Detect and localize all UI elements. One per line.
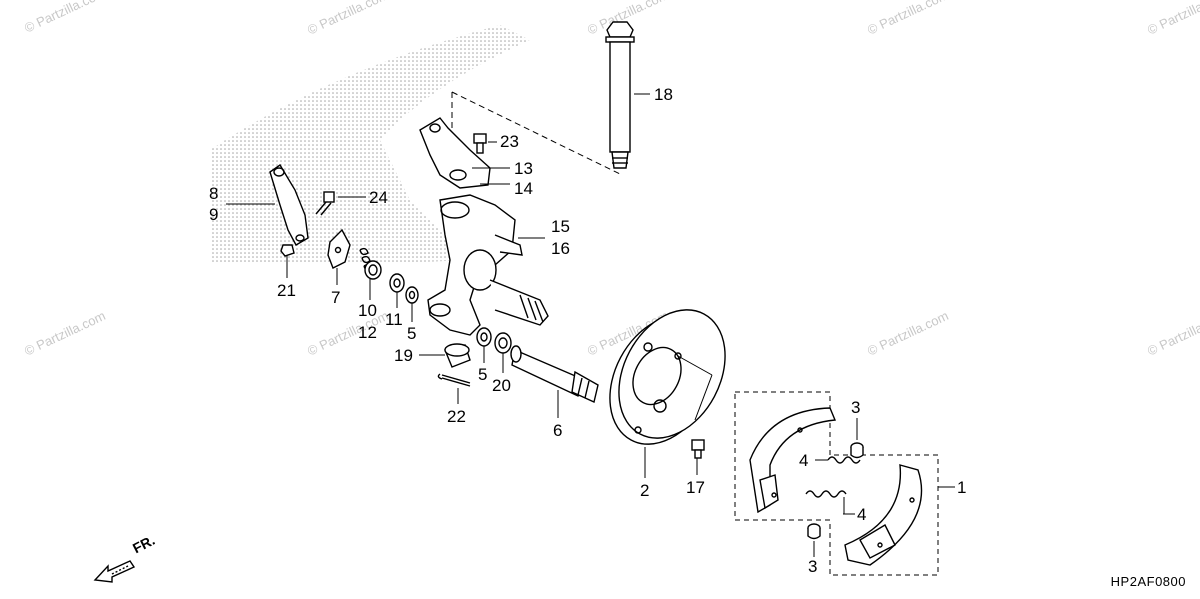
spring-10-12 — [359, 247, 382, 280]
spacer-3-upper — [850, 442, 864, 459]
callout-3-lower[interactable]: 3 — [808, 557, 818, 576]
callout-18[interactable]: 18 — [654, 85, 673, 104]
plate-7 — [327, 228, 351, 269]
washer-11 — [389, 273, 405, 293]
callout-11[interactable]: 11 — [385, 310, 403, 329]
callout-4-lower[interactable]: 4 — [857, 505, 867, 524]
brake-shoe-lower — [844, 464, 923, 566]
callout-3-upper[interactable]: 3 — [851, 398, 861, 417]
shaft-6 — [510, 345, 599, 403]
callout-14[interactable]: 14 — [514, 179, 533, 198]
bolt-17 — [691, 439, 705, 459]
spring-4-lower — [805, 490, 847, 498]
brake-shoe-upper — [749, 407, 837, 514]
brake-panel-2 — [609, 309, 726, 445]
arm-8-9 — [269, 163, 309, 246]
callout-20[interactable]: 20 — [492, 376, 511, 395]
bolt-18 — [605, 21, 635, 169]
callout-13[interactable]: 13 — [514, 159, 533, 178]
callout-22[interactable]: 22 — [447, 407, 466, 426]
spring-4-upper — [827, 456, 861, 464]
cotter-pin-22 — [437, 373, 471, 387]
callout-7[interactable]: 7 — [331, 288, 341, 307]
callout-5-upper[interactable]: 5 — [407, 324, 417, 343]
nut-21 — [280, 244, 295, 257]
callout-5-lower[interactable]: 5 — [478, 365, 488, 384]
callout-10[interactable]: 10 — [358, 301, 377, 320]
callout-24[interactable]: 24 — [369, 188, 388, 207]
seal-20 — [494, 332, 512, 354]
callout-23[interactable]: 23 — [500, 132, 519, 151]
callout-16[interactable]: 16 — [551, 239, 570, 258]
callout-17[interactable]: 17 — [686, 478, 705, 497]
diagram-code: HP2AF0800 — [1110, 574, 1186, 589]
cap-nut-19 — [444, 343, 471, 368]
knuckle-15-16 — [427, 194, 549, 336]
callout-6[interactable]: 6 — [553, 421, 563, 440]
callout-4-upper[interactable]: 4 — [799, 451, 809, 470]
callout-9[interactable]: 9 — [209, 205, 219, 224]
callout-8[interactable]: 8 — [209, 184, 219, 203]
callout-12[interactable]: 12 — [358, 323, 377, 342]
washer-5-top — [405, 286, 419, 304]
callout-15[interactable]: 15 — [551, 217, 570, 236]
bracket-13-14 — [419, 117, 491, 189]
bolt-24 — [315, 191, 335, 216]
bolt-23 — [473, 133, 487, 154]
callout-2[interactable]: 2 — [640, 481, 650, 500]
callout-1[interactable]: 1 — [957, 478, 967, 497]
washer-5-lower — [476, 327, 492, 347]
callout-21[interactable]: 21 — [277, 281, 296, 300]
front-arrow-icon — [93, 560, 136, 583]
spacer-3-lower — [807, 523, 821, 540]
callout-19[interactable]: 19 — [394, 346, 413, 365]
